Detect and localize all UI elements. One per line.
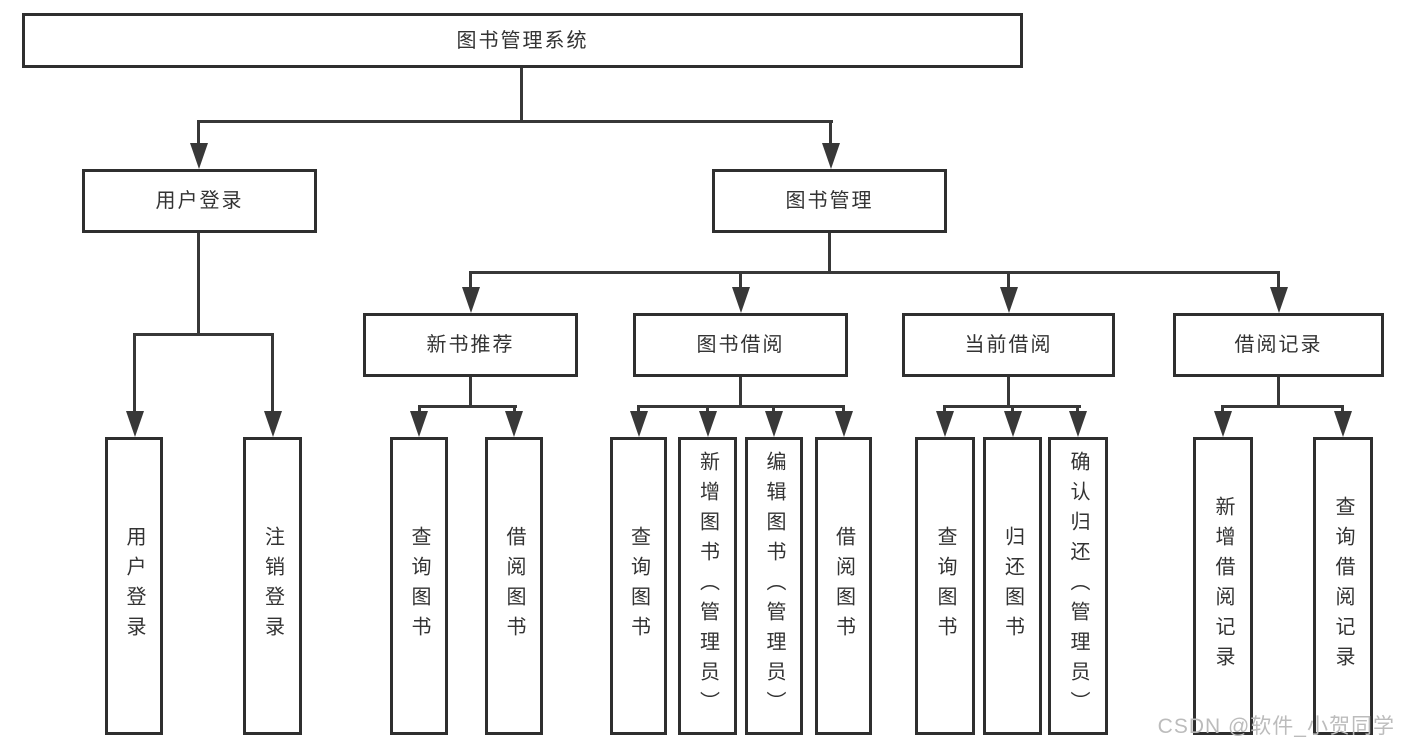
- connector-line: [828, 233, 831, 273]
- node-label: 确认归还（管理员）: [1067, 451, 1089, 721]
- arrowhead-down-icon: [264, 411, 282, 437]
- node-user-login: 用户登录: [82, 169, 317, 233]
- node-label: 当前借阅: [964, 334, 1053, 356]
- node-new-book-recommend: 新书推荐: [363, 313, 578, 377]
- node-borrowing-records: 借阅记录: [1173, 313, 1384, 377]
- connector-line: [197, 123, 200, 148]
- node-label: 借阅图书: [503, 526, 525, 646]
- node-label: 借阅记录: [1234, 334, 1323, 356]
- node-leaf-query-books-1: 查询图书: [390, 437, 448, 735]
- arrowhead-down-icon: [822, 143, 840, 169]
- connector-line: [469, 274, 472, 289]
- node-leaf-edit-books: 编辑图书（管理员）: [745, 437, 803, 735]
- node-current-borrowing: 当前借阅: [902, 313, 1115, 377]
- arrowhead-down-icon: [1214, 411, 1232, 437]
- node-label: 查询借阅记录: [1332, 496, 1354, 676]
- connector-line: [469, 377, 472, 407]
- node-root: 图书管理系统: [22, 13, 1023, 68]
- node-label: 归还图书: [1001, 526, 1024, 646]
- arrowhead-down-icon: [126, 411, 144, 437]
- node-leaf-confirm-return: 确认归还（管理员）: [1048, 437, 1108, 735]
- node-label: 新书推荐: [426, 334, 515, 356]
- node-label: 查询图书: [408, 526, 430, 646]
- connector-line: [133, 333, 274, 336]
- node-book-management: 图书管理: [712, 169, 947, 233]
- arrowhead-down-icon: [732, 287, 750, 313]
- arrowhead-down-icon: [190, 143, 208, 169]
- node-label: 查询图书: [934, 526, 956, 646]
- arrowhead-down-icon: [1069, 411, 1087, 437]
- arrowhead-down-icon: [699, 411, 717, 437]
- connector-line: [1221, 405, 1344, 408]
- connector-line: [829, 123, 832, 148]
- node-label: 图书管理系统: [456, 29, 589, 52]
- node-label: 图书借阅: [696, 334, 785, 356]
- arrowhead-down-icon: [505, 411, 523, 437]
- connector-line: [739, 377, 742, 407]
- node-leaf-query-books-3: 查询图书: [915, 437, 975, 735]
- node-leaf-query-books-2: 查询图书: [610, 437, 667, 735]
- connector-line: [1277, 377, 1280, 407]
- connector-line: [133, 336, 136, 413]
- node-leaf-borrow-books-2: 借阅图书: [815, 437, 872, 735]
- node-leaf-user-login: 用户登录: [105, 437, 163, 735]
- connector-line: [1007, 274, 1010, 289]
- arrowhead-down-icon: [630, 411, 648, 437]
- arrowhead-down-icon: [835, 411, 853, 437]
- connector-line: [197, 233, 200, 335]
- connector-line: [943, 405, 1081, 408]
- node-leaf-return-books: 归还图书: [983, 437, 1042, 735]
- node-label: 图书管理: [785, 190, 874, 212]
- arrowhead-down-icon: [765, 411, 783, 437]
- csdn-watermark: CSDN @软件_小贺同学: [1157, 715, 1395, 738]
- connector-line: [418, 405, 517, 408]
- connector-line: [469, 271, 1280, 274]
- connector-line: [637, 405, 845, 408]
- arrowhead-down-icon: [1270, 287, 1288, 313]
- node-leaf-borrow-books-1: 借阅图书: [485, 437, 543, 735]
- node-leaf-logout: 注销登录: [243, 437, 302, 735]
- node-leaf-query-borrow-record: 查询借阅记录: [1313, 437, 1373, 735]
- arrowhead-down-icon: [936, 411, 954, 437]
- connector-line: [520, 68, 523, 123]
- arrowhead-down-icon: [1000, 287, 1018, 313]
- arrowhead-down-icon: [1334, 411, 1352, 437]
- node-label: 新增借阅记录: [1212, 496, 1234, 676]
- connector-line: [739, 274, 742, 289]
- arrowhead-down-icon: [410, 411, 428, 437]
- node-book-borrowing: 图书借阅: [633, 313, 848, 377]
- node-label: 新增图书（管理员）: [696, 451, 719, 721]
- node-label: 查询图书: [627, 526, 650, 646]
- node-leaf-add-borrow-record: 新增借阅记录: [1193, 437, 1253, 735]
- node-leaf-add-books: 新增图书（管理员）: [678, 437, 737, 735]
- connector-line: [1007, 377, 1010, 407]
- connector-line: [271, 336, 274, 413]
- arrowhead-down-icon: [1004, 411, 1022, 437]
- node-label: 注销登录: [261, 526, 284, 646]
- arrowhead-down-icon: [462, 287, 480, 313]
- node-label: 借阅图书: [832, 526, 855, 646]
- connector-line: [197, 120, 833, 123]
- node-label: 编辑图书（管理员）: [763, 451, 785, 721]
- node-label: 用户登录: [155, 190, 244, 212]
- connector-line: [1277, 274, 1280, 289]
- node-label: 用户登录: [123, 526, 145, 646]
